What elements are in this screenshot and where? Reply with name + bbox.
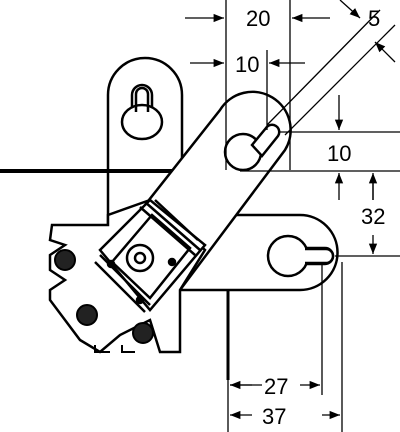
dim-vertical-small: 10 bbox=[327, 141, 351, 166]
bottom-notches bbox=[94, 345, 135, 353]
dim-bottom-outer: 37 bbox=[262, 404, 286, 429]
screw-heads bbox=[54, 249, 154, 344]
dim-vertical-large: 32 bbox=[361, 204, 385, 229]
dim-top-width: 20 bbox=[246, 6, 270, 31]
dim-angle-offset: 5 bbox=[368, 6, 380, 31]
dim-top-offset: 10 bbox=[235, 52, 259, 77]
dim-bottom-inner: 27 bbox=[264, 374, 288, 399]
dimension-lines bbox=[185, 0, 400, 432]
back-mounting-plate bbox=[106, 56, 184, 225]
dimension-labels: 20 10 5 10 32 27 37 bbox=[235, 6, 385, 429]
